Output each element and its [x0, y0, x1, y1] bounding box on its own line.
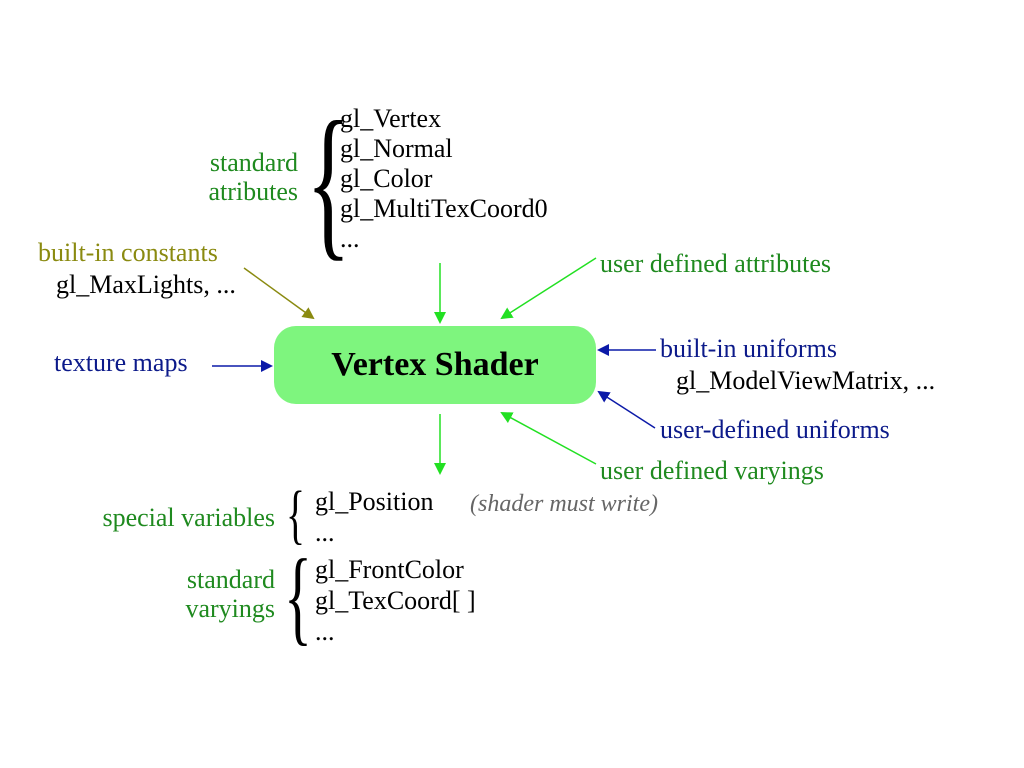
special-variables-note: (shader must write)	[470, 491, 658, 517]
standard-attributes-brace: {	[306, 87, 351, 275]
user-defined-uniforms-label: user-defined uniforms	[660, 415, 890, 444]
special-variables-label: special variables	[102, 503, 275, 532]
builtin-uniforms-example: gl_ModelViewMatrix, ...	[676, 366, 936, 395]
standard-varyings-brace: {	[284, 538, 312, 655]
standard-varyings-label-line2: varyings	[185, 594, 275, 623]
user-defined-varyings-label: user defined varyings	[600, 456, 824, 485]
user-defined-attributes-label: user defined attributes	[600, 249, 832, 278]
special-variable-item: gl_Position	[315, 487, 434, 516]
vertex-shader-label: Vertex Shader	[331, 346, 539, 383]
std-attr-item: gl_Color	[340, 164, 433, 193]
standard-varying-item: gl_TexCoord[ ]	[315, 586, 476, 615]
std-attr-item: gl_Vertex	[340, 104, 442, 133]
standard-varying-item: gl_FrontColor	[315, 555, 464, 584]
std-attr-item: gl_MultiTexCoord0	[340, 194, 548, 223]
std-attr-item: gl_Normal	[340, 134, 453, 163]
arrow-user-defined-uniforms	[597, 390, 656, 429]
standard-varying-item: ...	[315, 617, 335, 646]
standard-attributes-label-line2: atributes	[208, 177, 298, 206]
builtin-constants-label: built-in constants	[38, 238, 218, 267]
arrow-user-defined-attributes	[500, 257, 597, 320]
builtin-constants-example: gl_MaxLights, ...	[56, 270, 236, 299]
special-variables-brace: {	[286, 478, 306, 551]
vertex-shader-box: Vertex Shader	[274, 326, 596, 404]
standard-varyings-label-line1: standard	[186, 565, 275, 594]
special-variable-item: ...	[315, 518, 335, 547]
texture-maps-label: texture maps	[54, 348, 188, 377]
arrow-builtin-constants	[243, 267, 315, 320]
standard-attributes-label-line1: standard	[209, 148, 298, 177]
std-attr-item: ...	[340, 224, 360, 253]
builtin-uniforms-label: built-in uniforms	[660, 334, 837, 363]
arrow-user-defined-varyings	[500, 412, 597, 465]
